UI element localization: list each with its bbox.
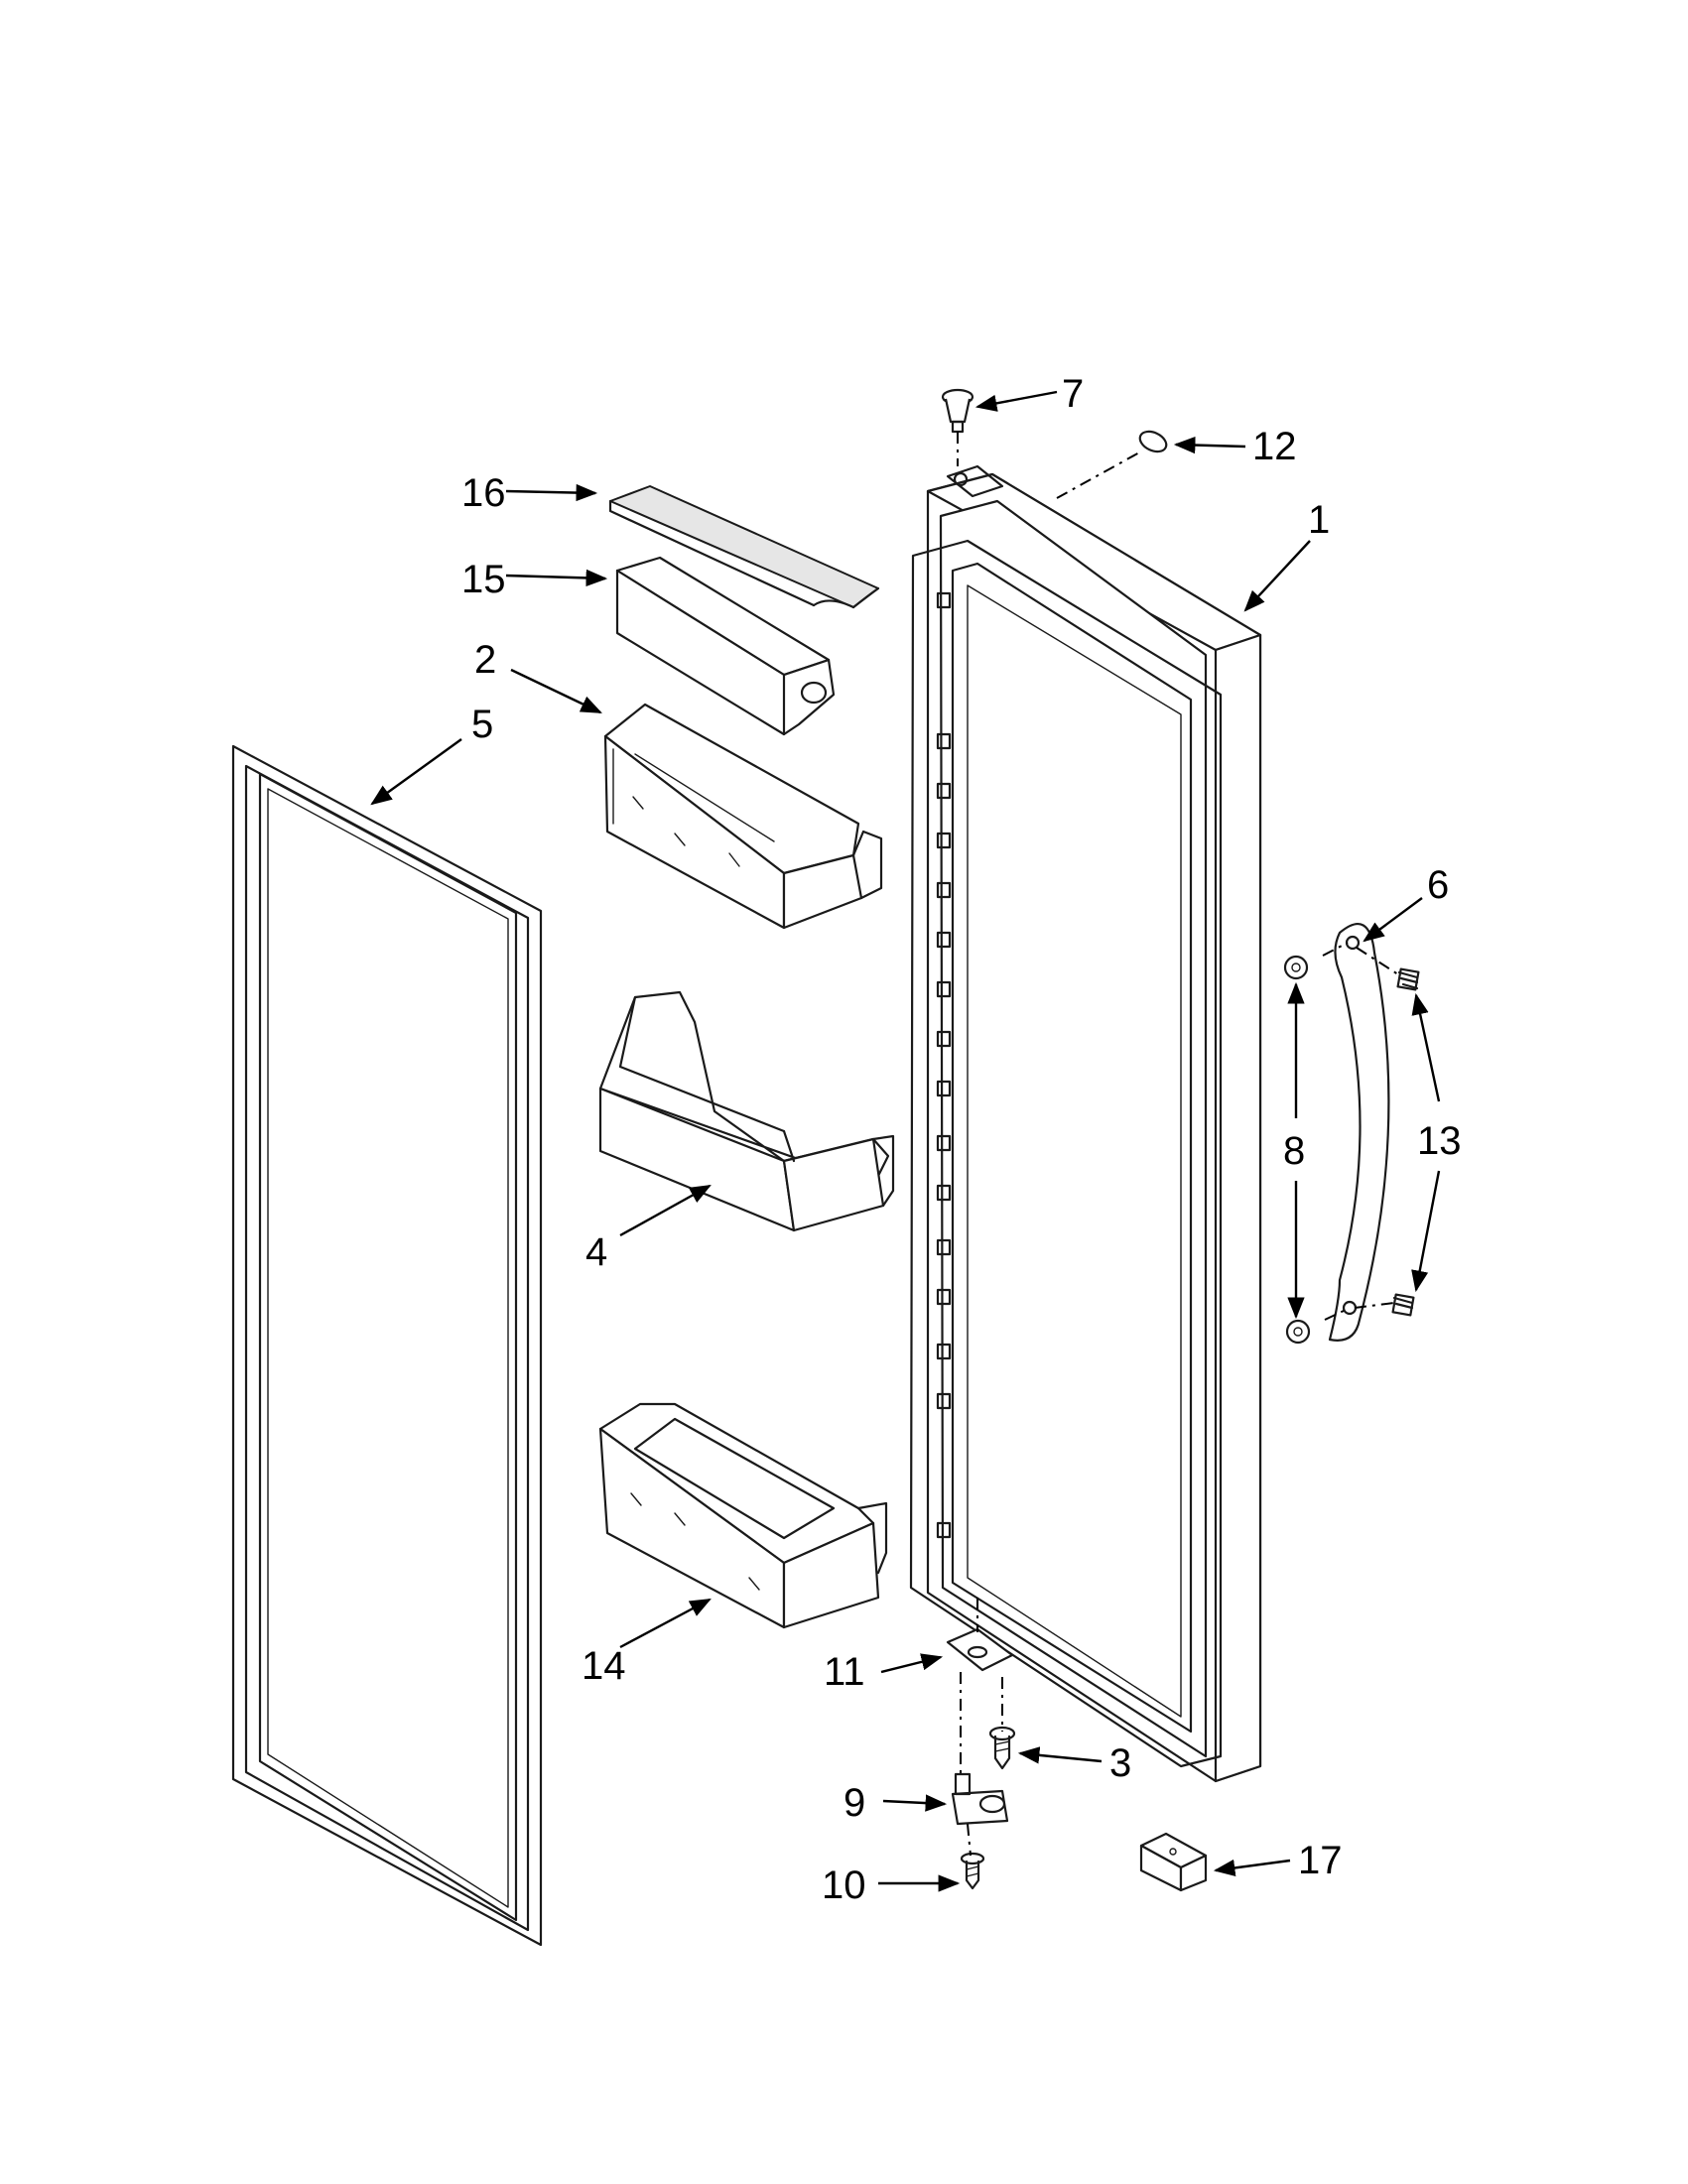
- leader-lines: [370, 390, 1441, 1892]
- callout-11: 11: [824, 1650, 865, 1694]
- callout-9: 9: [844, 1781, 865, 1825]
- shelf-front: [615, 556, 836, 736]
- assembly-lines: [957, 432, 1402, 1857]
- shelf-clips: [936, 591, 952, 1539]
- callout-13: 13: [1417, 1119, 1462, 1163]
- screw-10: [960, 1852, 985, 1890]
- hole-plug: [1138, 430, 1168, 453]
- dairy-bin: [603, 703, 883, 930]
- callout-1: 1: [1308, 498, 1330, 542]
- bottom-hinge: [951, 1772, 1009, 1826]
- callout-17: 17: [1298, 1839, 1343, 1882]
- handle-screws: [1391, 967, 1420, 1317]
- callout-6: 6: [1427, 863, 1449, 907]
- callout-labels: 7 12 16 15 2 5 1 6 8 13 4 14 11 3 9 10 1…: [461, 372, 1462, 1907]
- screw-3: [988, 1726, 1016, 1770]
- shelf-cover: [608, 485, 880, 609]
- callout-2: 2: [474, 638, 496, 682]
- callout-10: 10: [822, 1863, 866, 1907]
- door-handle: [1328, 923, 1390, 1342]
- hinge-cover: [1139, 1832, 1208, 1892]
- lower-door-bin: [598, 1402, 888, 1629]
- callout-14: 14: [582, 1644, 626, 1688]
- hinge-plate: [946, 1627, 1014, 1672]
- callout-4: 4: [585, 1230, 607, 1274]
- callout-7: 7: [1062, 372, 1084, 416]
- callout-5: 5: [471, 703, 493, 746]
- callout-12: 12: [1252, 425, 1297, 468]
- hinge-pin: [941, 388, 974, 434]
- callout-15: 15: [461, 558, 506, 601]
- callout-3: 3: [1109, 1741, 1131, 1785]
- callout-8: 8: [1283, 1129, 1305, 1173]
- door-assembly: [909, 464, 1262, 1783]
- door-shelf: [598, 990, 895, 1232]
- door-gasket: [231, 744, 543, 1947]
- callout-16: 16: [461, 471, 506, 515]
- handle-spacers: [1283, 955, 1311, 1345]
